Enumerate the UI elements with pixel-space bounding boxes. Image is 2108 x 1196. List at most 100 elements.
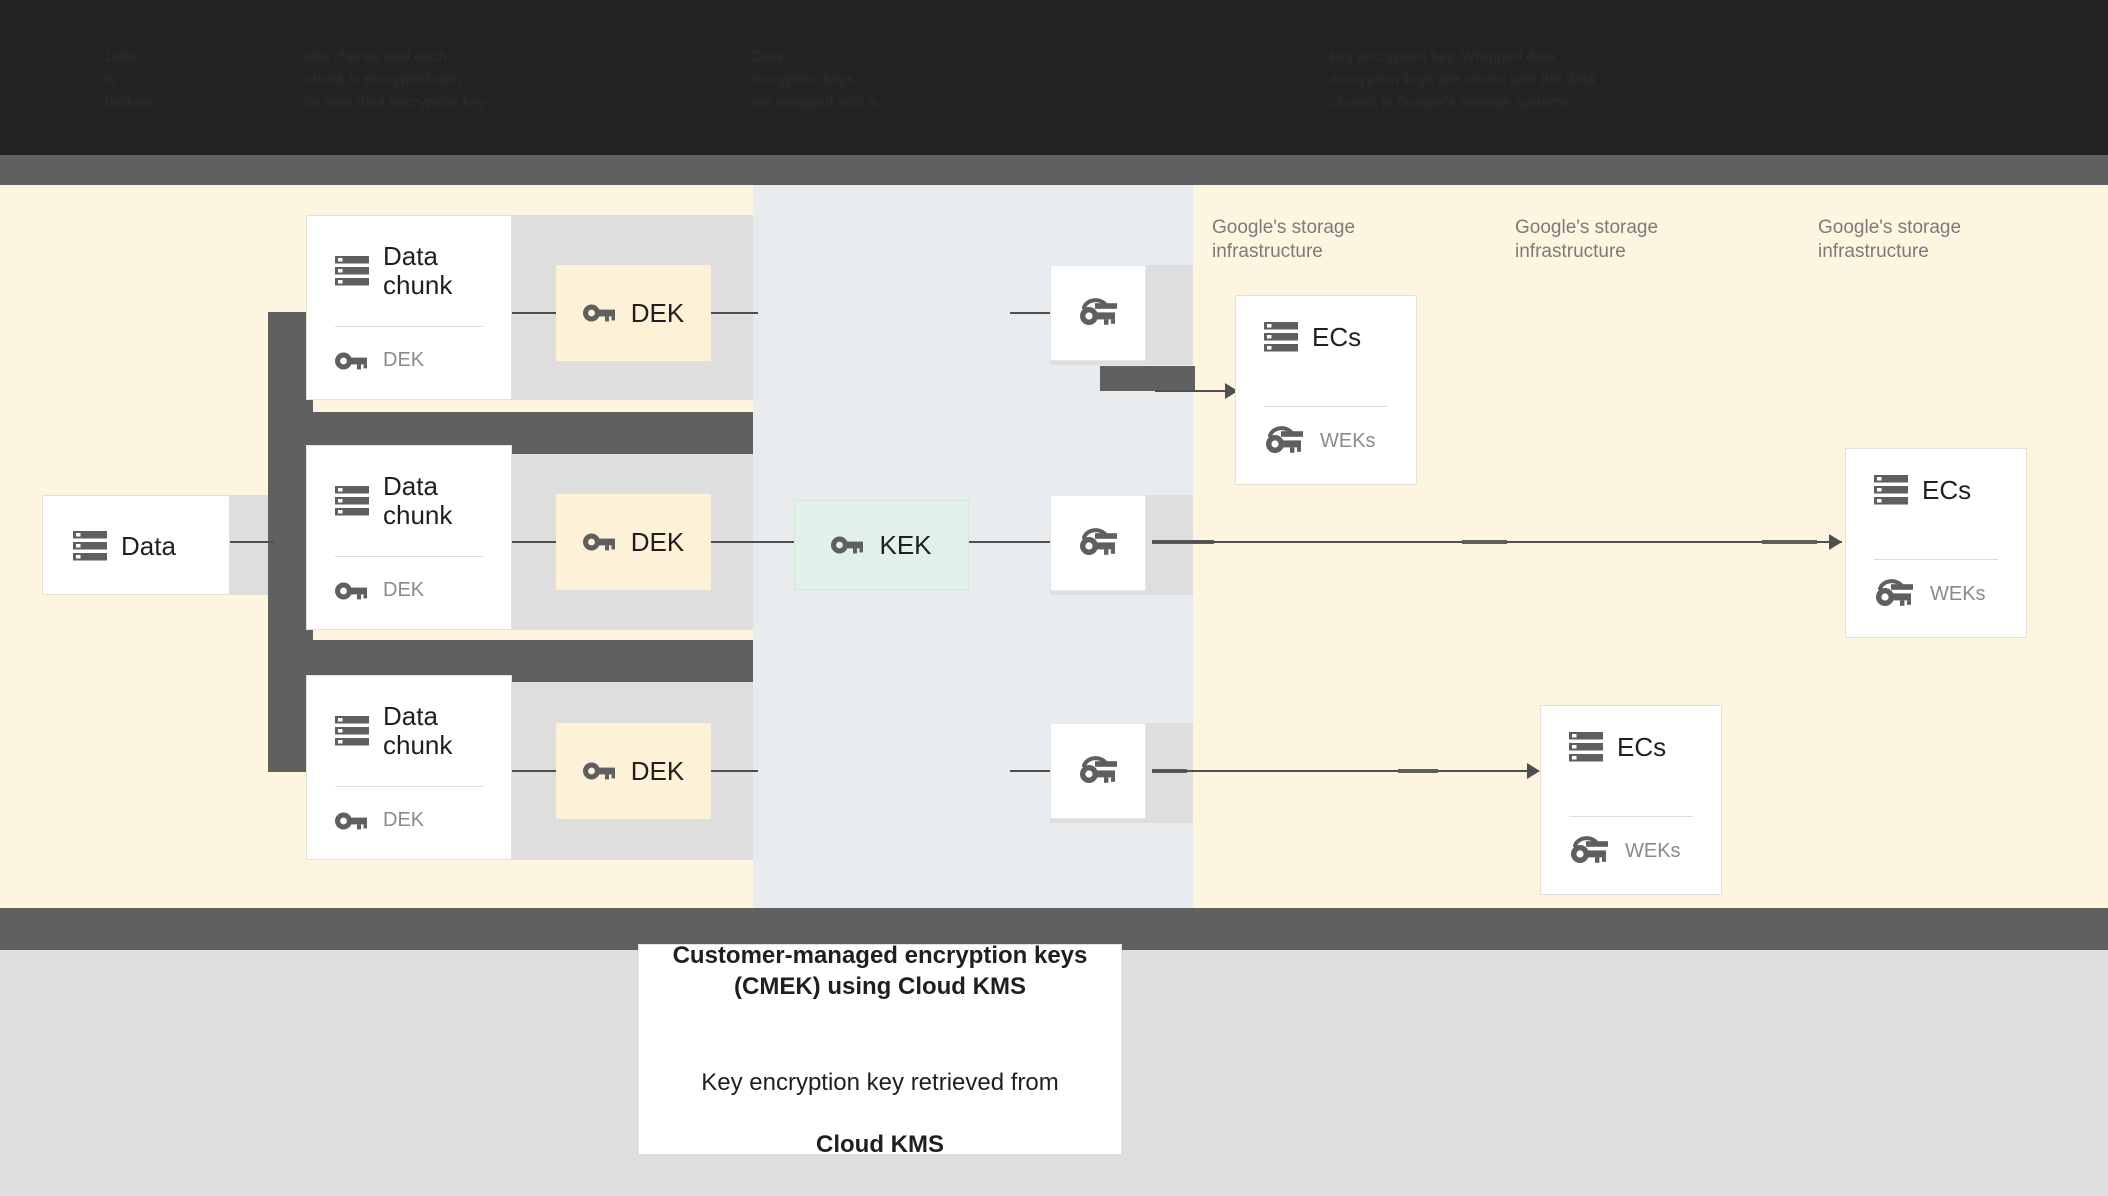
ecs-2-key-row: WEKs	[1874, 579, 1986, 609]
dek-chip-2[interactable]: DEK	[556, 494, 711, 590]
ecs-2-title: ECs	[1922, 474, 1972, 505]
chunk-1-key-label: DEK	[383, 349, 425, 371]
wrapped-key-icon	[1569, 836, 1609, 866]
ecs-1-header: ECs	[1236, 296, 1416, 352]
header-black-band	[0, 0, 2108, 155]
key-icon	[582, 761, 615, 781]
ecs-1-title: ECs	[1312, 321, 1362, 352]
arrow-wek1-to-ecs1-line	[1155, 390, 1225, 392]
data-source-card[interactable]: Data	[42, 495, 230, 595]
wrapped-key-icon	[1078, 528, 1118, 558]
infra-label-3: Google's storage infrastructure	[1818, 217, 1962, 262]
header-column-4: key encryption key. Wrapped data encrypt…	[1330, 48, 1596, 111]
ecs-card-3[interactable]: ECs WEKs	[1540, 705, 1722, 895]
storage-icon	[1874, 475, 1908, 505]
ecs-3-title: ECs	[1617, 731, 1667, 762]
caption-title: Customer-managed encryption keys (CMEK) …	[672, 941, 1088, 1000]
chunk-1-divider	[335, 326, 483, 327]
chunk-1-header: Data chunk	[307, 216, 511, 300]
chunk-3-header: Data chunk	[307, 676, 511, 760]
dek-chip-3-label: DEK	[630, 755, 685, 786]
dek-chip-2-label: DEK	[630, 526, 685, 557]
wrapped-key-icon	[1874, 579, 1914, 609]
chunk-3-divider	[335, 786, 483, 787]
ecs-3-key-label: WEKs	[1625, 839, 1681, 862]
key-icon	[831, 535, 864, 555]
arrow-wek3-to-ecs3-line	[1152, 770, 1537, 772]
key-icon	[335, 581, 367, 601]
storage-icon	[73, 531, 107, 561]
data-chunk-card-3[interactable]: Data chunk DEK	[306, 675, 512, 860]
ecs-3-header: ECs	[1541, 706, 1721, 762]
chunk-2-key-row: DEK	[335, 579, 424, 602]
caption-box: Customer-managed encryption keys (CMEK) …	[638, 942, 1122, 1158]
infra-label-2: Google's storage infrastructure	[1515, 217, 1659, 262]
header-column-1: Data is broken	[105, 48, 151, 111]
connector-dek2-kek	[710, 541, 794, 543]
dek-chip-1-label: DEK	[630, 297, 685, 328]
ecs-1-divider	[1264, 406, 1388, 407]
ecs-2-divider	[1874, 559, 1998, 560]
chunk-2-header: Data chunk	[307, 446, 511, 530]
key-icon	[335, 811, 367, 831]
data-chunk-card-1[interactable]: Data chunk DEK	[306, 215, 512, 400]
chunk-2-key-label: DEK	[383, 579, 425, 601]
connector-chunk1-dek1	[512, 312, 556, 314]
bracket-arm-wek	[1100, 366, 1195, 391]
header-column-3: Data encryption keys are wrapped with a	[750, 48, 877, 111]
storage-icon	[1569, 732, 1603, 762]
data-chunk-card-2[interactable]: Data chunk DEK	[306, 445, 512, 630]
chunk-3-key-row: DEK	[335, 809, 424, 832]
dek-chip-3[interactable]: DEK	[556, 723, 711, 819]
connector-chunk2-dek2	[512, 541, 556, 543]
arrow-wek2-segment-c	[1762, 540, 1817, 544]
caption-body-lead: Key encryption key retrieved from	[701, 1068, 1059, 1096]
arrow-wek3-segment-b	[1398, 769, 1438, 773]
ecs-card-1[interactable]: ECs WEKs	[1235, 295, 1417, 485]
key-icon	[335, 351, 367, 371]
header-gray-divider	[0, 155, 2108, 185]
ecs-2-key-label: WEKs	[1930, 582, 1986, 605]
ecs-3-key-row: WEKs	[1569, 836, 1681, 866]
chunk-1-title: Data chunk	[383, 241, 453, 300]
wrapped-key-icon	[1078, 298, 1118, 328]
bracket-vertical	[268, 312, 313, 772]
connector-dek1-right	[710, 312, 758, 314]
wrapped-key-box-3[interactable]	[1050, 723, 1146, 819]
connector-kek-wek3	[1010, 770, 1050, 772]
wrapped-key-icon	[1264, 426, 1304, 456]
kek-chip[interactable]: KEK	[794, 500, 969, 590]
wrapped-key-icon	[1078, 756, 1118, 786]
ecs-2-header: ECs	[1846, 449, 2026, 505]
data-source-row: Data	[43, 496, 229, 596]
connector-kek-wek2	[968, 541, 1050, 543]
wrapped-key-box-1[interactable]	[1050, 265, 1146, 361]
storage-icon	[1264, 322, 1298, 352]
footer-gray-divider	[0, 908, 2108, 950]
ecs-card-2[interactable]: ECs WEKs	[1845, 448, 2027, 638]
ecs-3-divider	[1569, 816, 1693, 817]
infra-label-1: Google's storage infrastructure	[1212, 217, 1356, 262]
header-column-2: into chunks and each chunk is encrypted …	[305, 48, 486, 111]
ecs-1-key-row: WEKs	[1264, 426, 1376, 456]
connector-dek3-right	[710, 770, 758, 772]
caption-body: Key encryption key retrieved from Cloud …	[701, 1036, 1058, 1160]
kek-chip-label: KEK	[879, 529, 932, 560]
key-icon	[582, 532, 615, 552]
caption-body-strong: Cloud KMS	[816, 1130, 944, 1158]
dek-chip-1[interactable]: DEK	[556, 265, 711, 361]
ecs-1-key-label: WEKs	[1320, 429, 1376, 452]
connector-chunk3-dek3	[512, 770, 556, 772]
key-icon	[582, 303, 615, 323]
storage-icon	[335, 716, 369, 746]
chunk-1-key-row: DEK	[335, 349, 424, 372]
chunk-2-title: Data chunk	[383, 471, 453, 530]
connector-kek-wek1	[1010, 312, 1050, 314]
wrapped-key-box-2[interactable]	[1050, 495, 1146, 591]
chunk-3-title: Data chunk	[383, 701, 453, 760]
storage-icon	[335, 256, 369, 286]
arrow-wek2-segment-b	[1462, 540, 1507, 544]
data-source-label: Data	[121, 530, 176, 561]
connector-data-to-bracket	[228, 541, 274, 543]
chunk-3-key-label: DEK	[383, 809, 425, 831]
